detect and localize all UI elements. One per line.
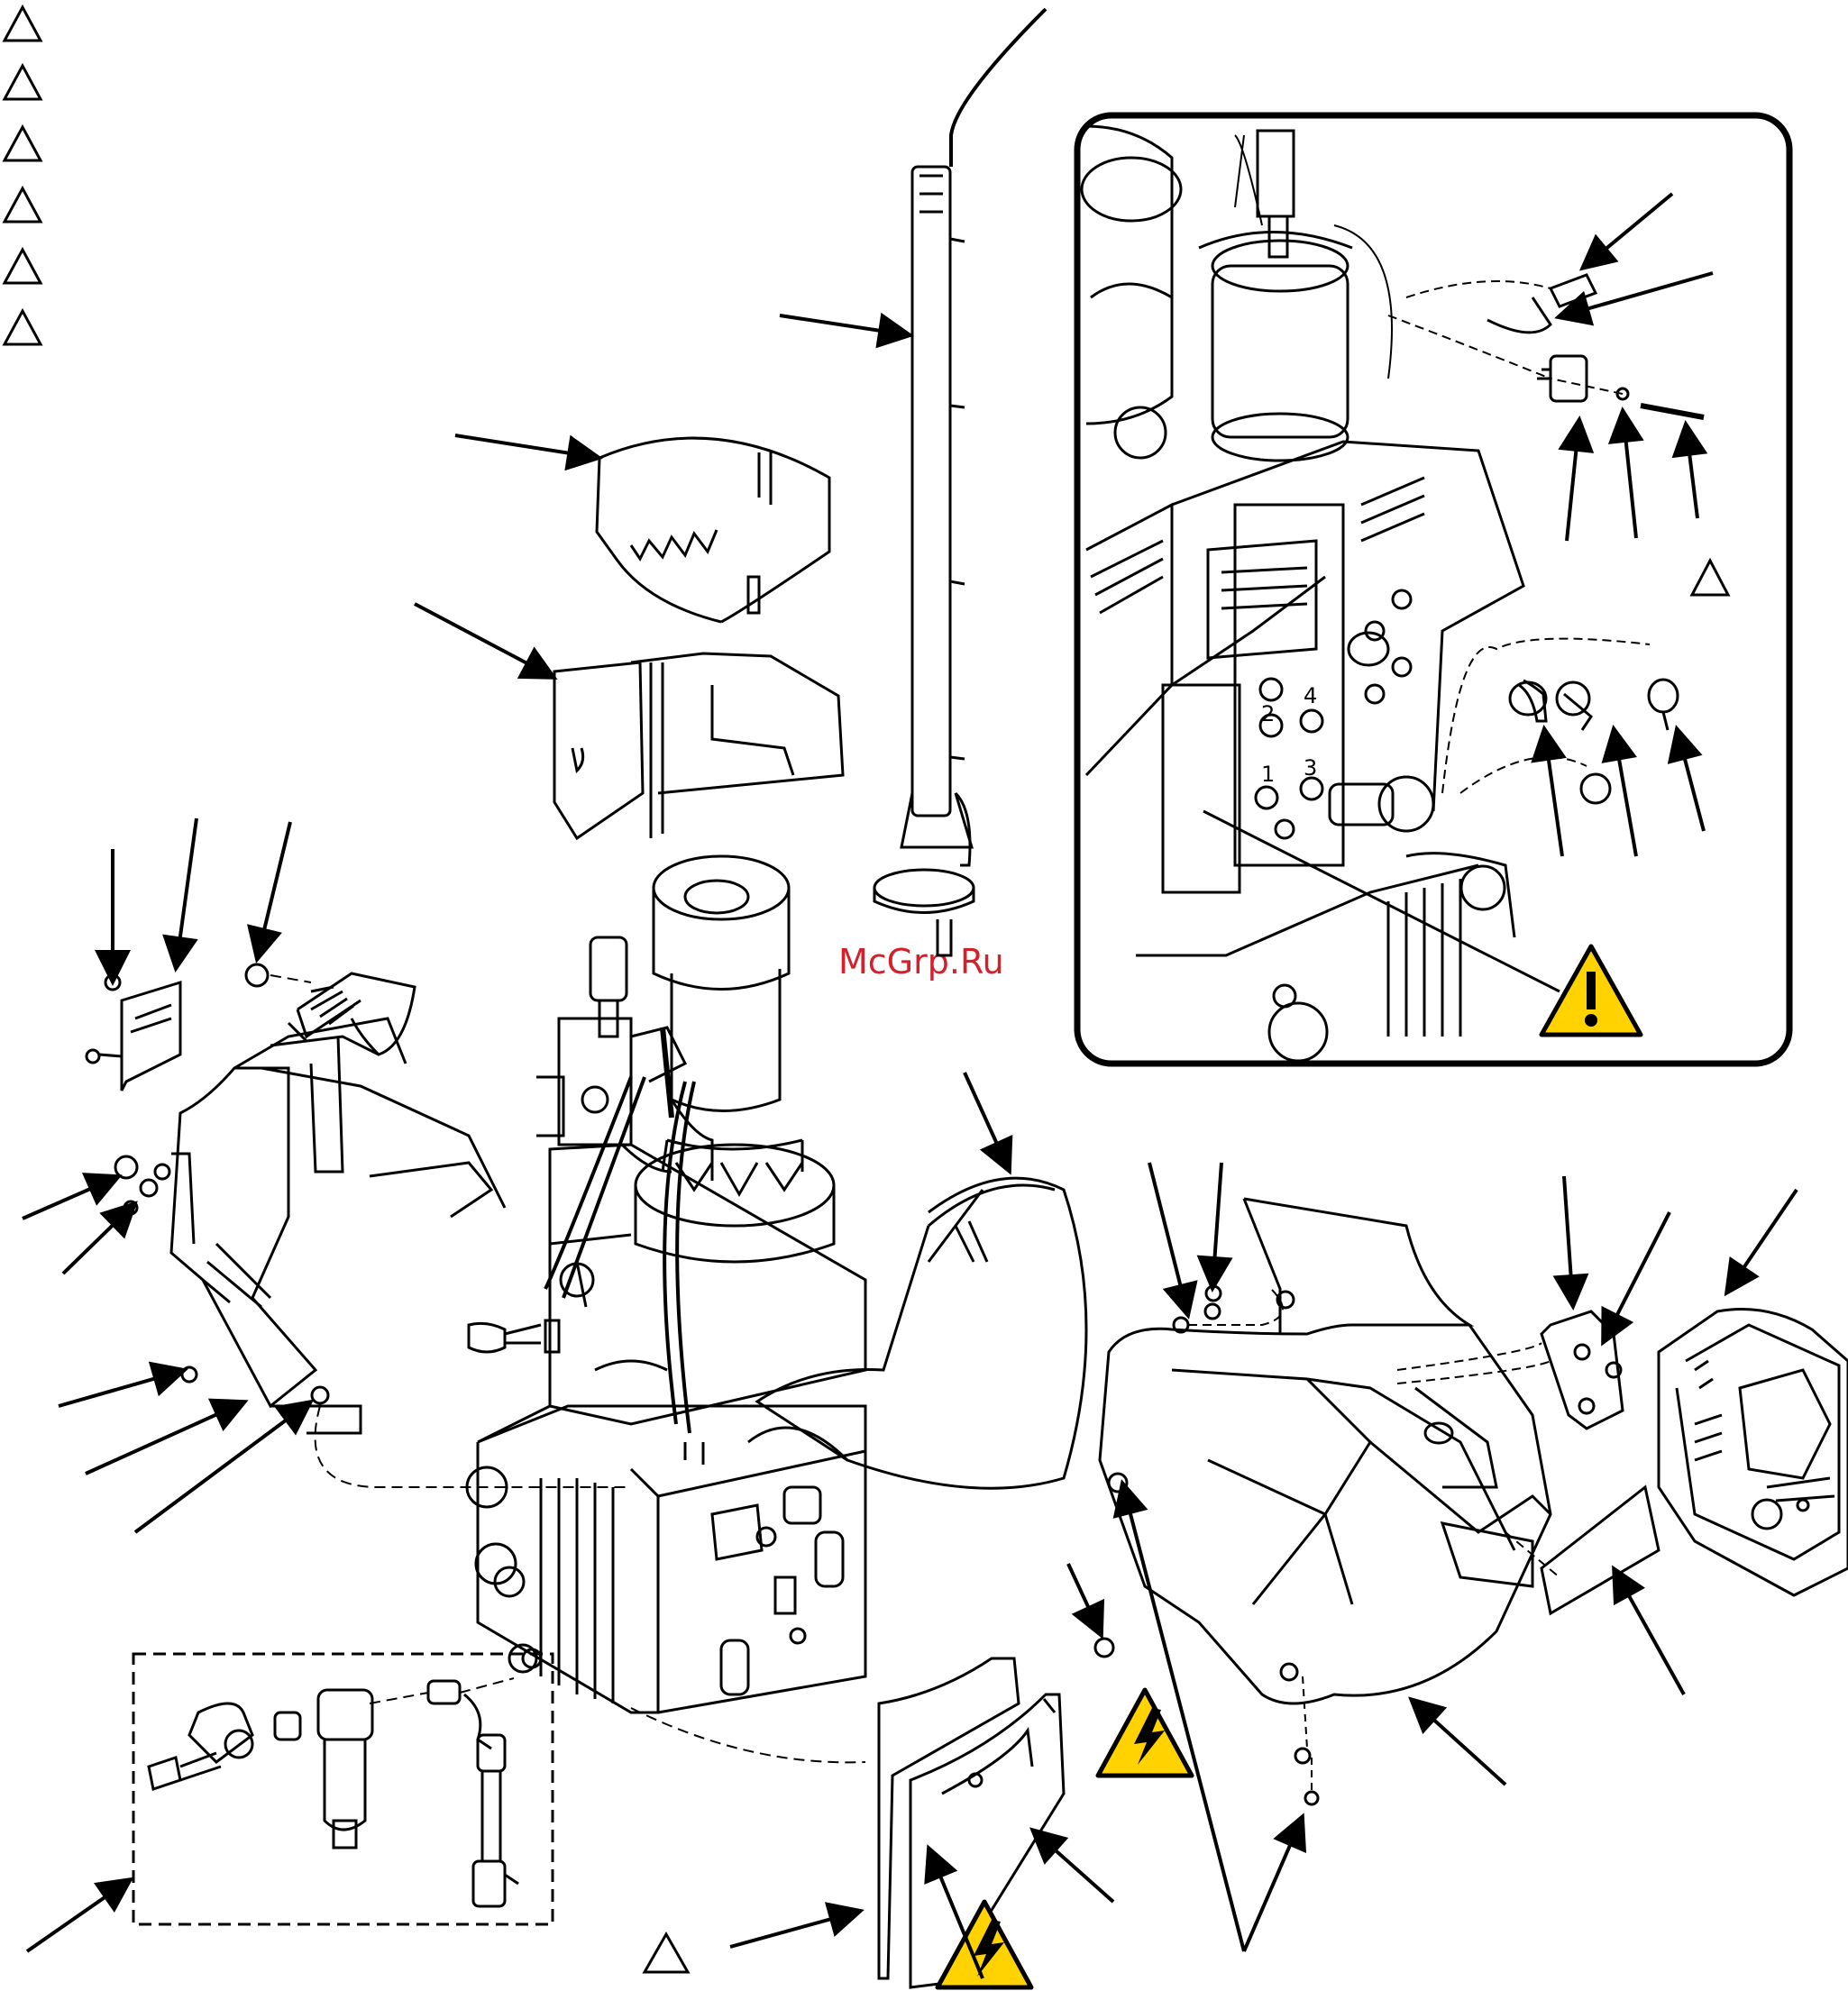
port-label-3: 3 — [1304, 755, 1317, 781]
triangle-outline-icon — [5, 66, 41, 99]
port-label-1: 1 — [1261, 762, 1275, 787]
inset-detail-view — [1077, 115, 1789, 1064]
lightning-warning-icon — [938, 1902, 1031, 1987]
watermark-text: McGrp.Ru — [838, 942, 1004, 982]
triangle-outline-icon — [5, 127, 41, 160]
triangle-outline-icon — [5, 311, 41, 344]
triangle-outline-icon — [5, 188, 41, 222]
triangle-outline-icon — [5, 250, 41, 283]
inset-frame — [1077, 115, 1789, 1064]
triangle-outline-icon — [5, 7, 41, 41]
triangle-outline-icon — [645, 1934, 688, 1972]
port-label-2: 2 — [1261, 701, 1275, 726]
port-label-4: 4 — [1304, 683, 1317, 708]
note-marker-column — [5, 7, 41, 344]
triangle-outline-icon — [1692, 561, 1728, 595]
